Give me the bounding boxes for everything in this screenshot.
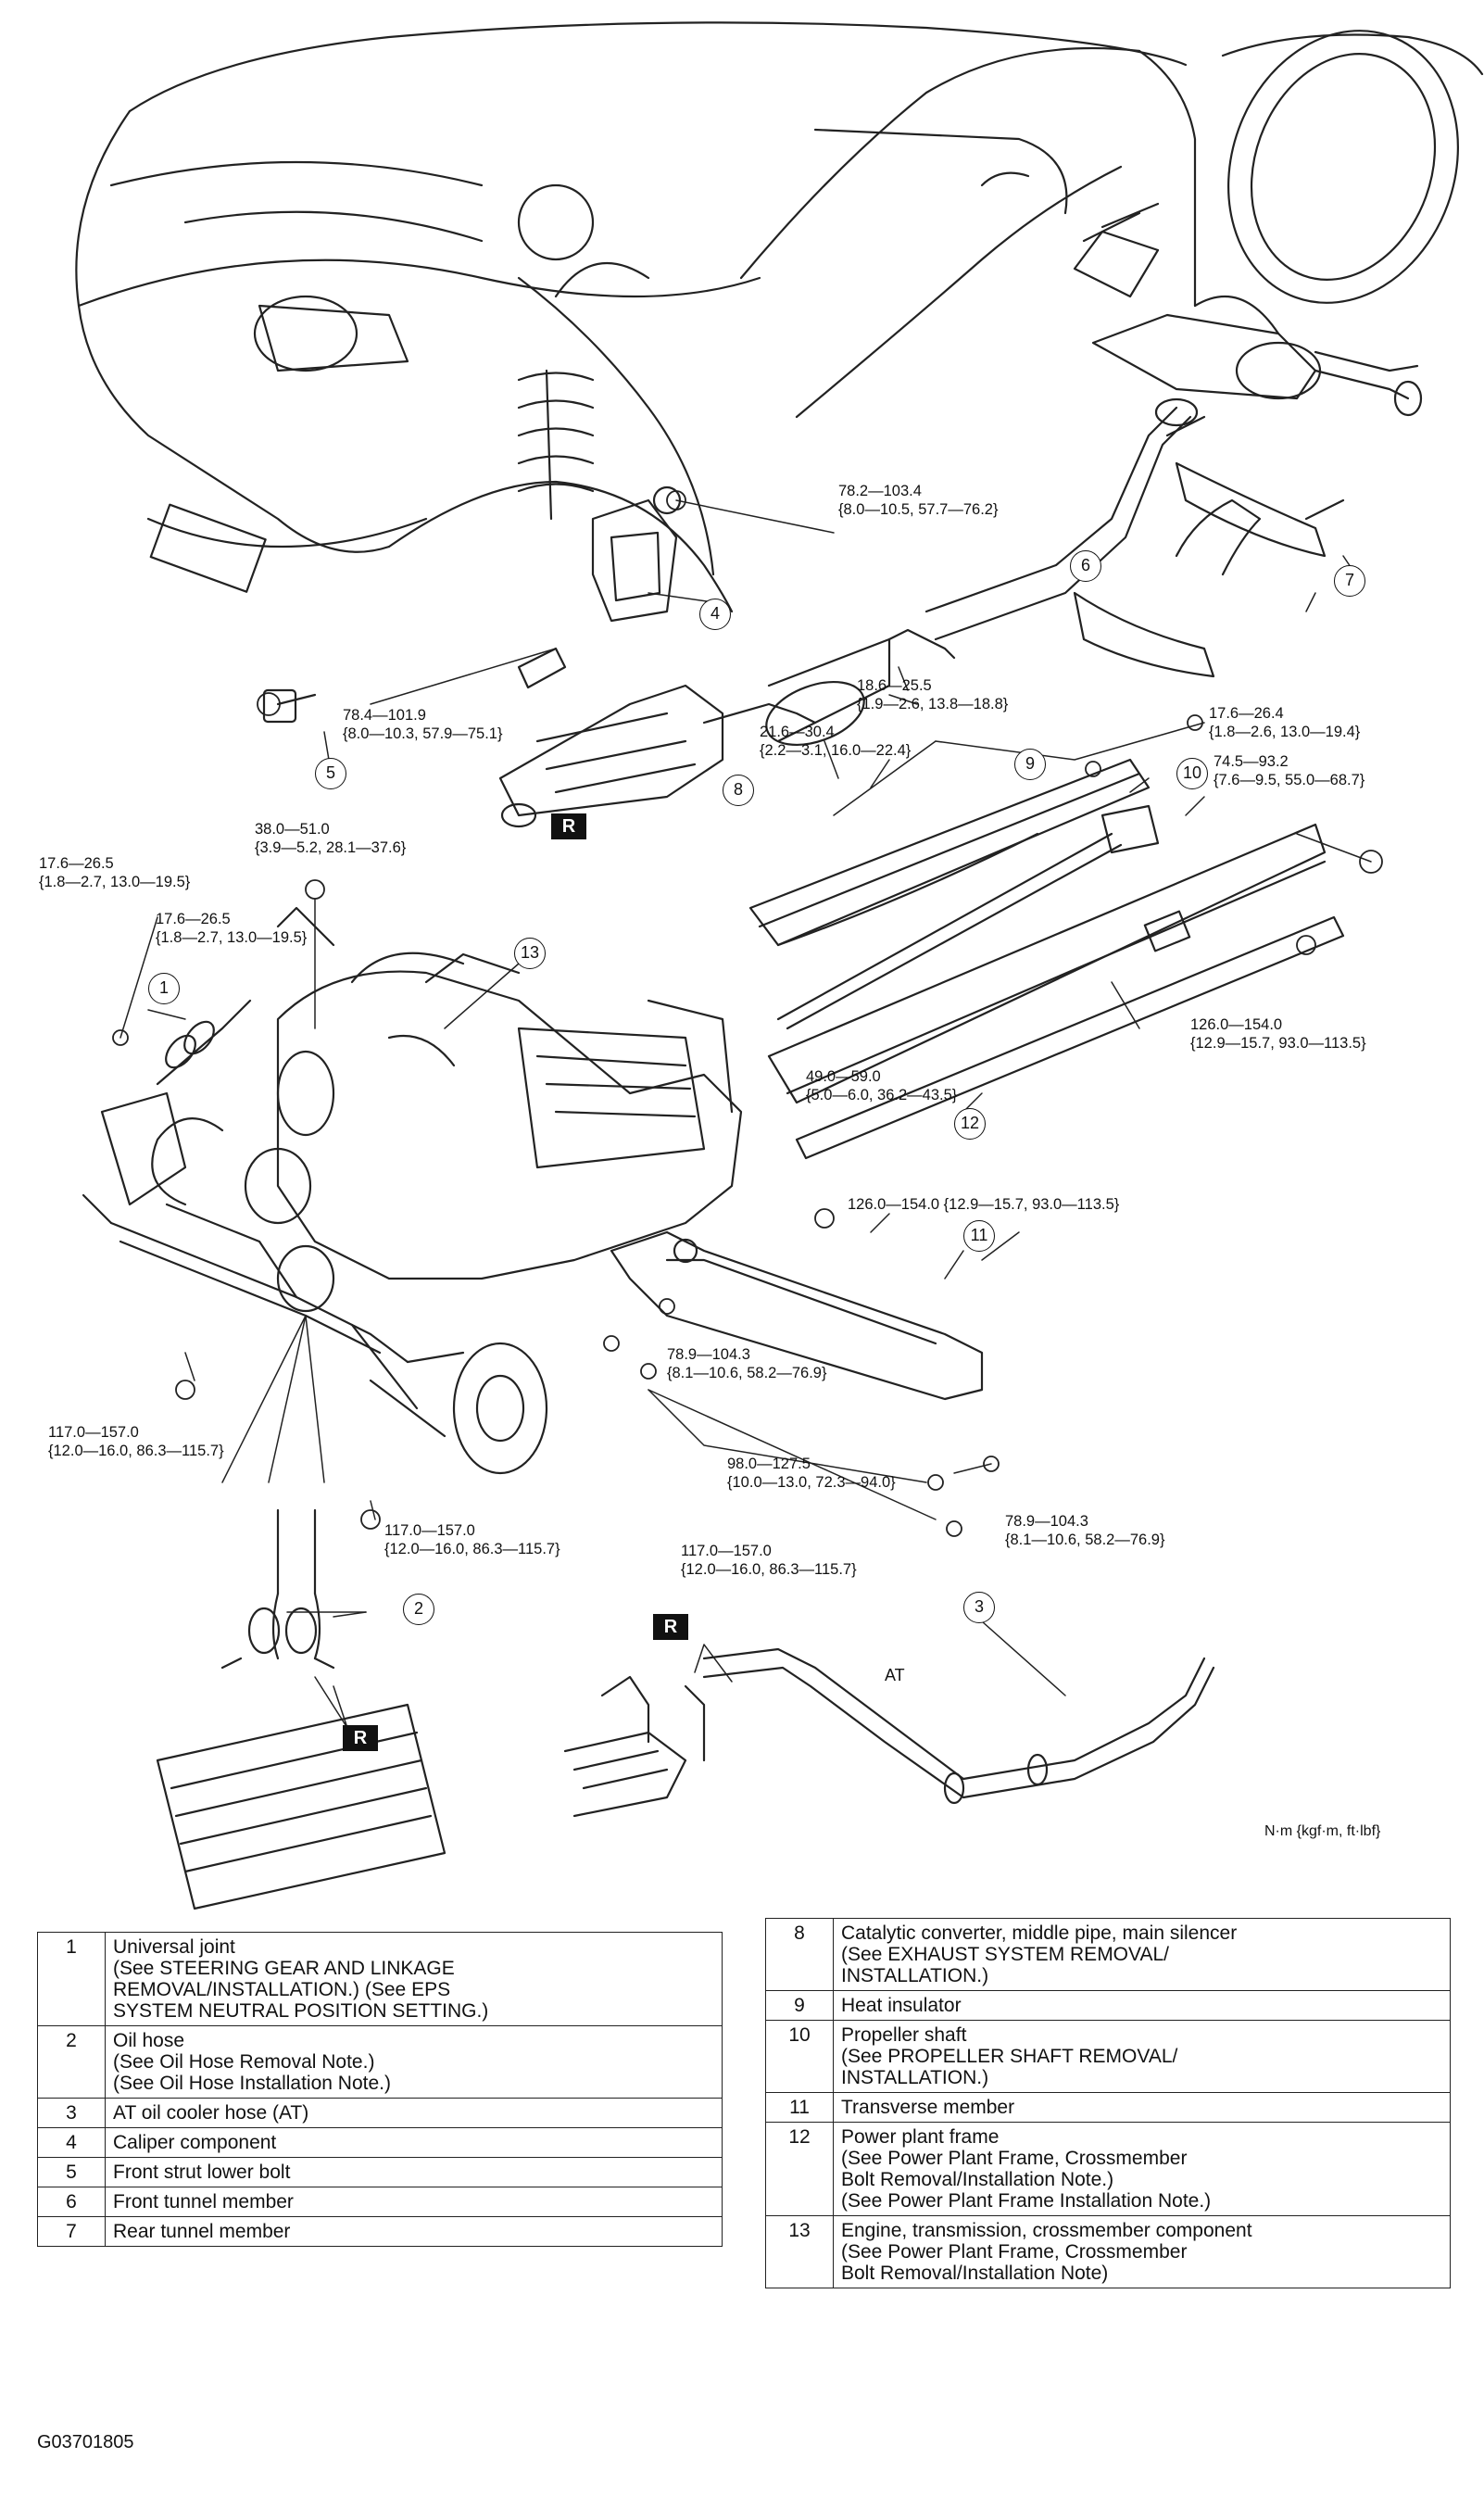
torque-74-5: 74.5—93.2{7.6—9.5, 55.0—68.7} [1214,753,1365,788]
torque-117-0-a: 117.0—157.0{12.0—16.0, 86.3—115.7} [48,1424,224,1459]
legend-description: Oil hose (See Oil Hose Removal Note.) (S… [105,2025,723,2099]
legend-number: 2 [37,2025,106,2099]
legend-description: Front tunnel member [105,2187,723,2217]
legend-number: 7 [37,2216,106,2247]
torque-49-0: 49.0—59.0{5.0—6.0, 36.2—43.5} [806,1068,958,1103]
driveline-drawing [748,758,1345,1160]
callout-5: 5 [315,758,346,789]
legend-description: Front strut lower bolt [105,2157,723,2187]
callout-8: 8 [723,775,754,806]
torque-126-0-b: 126.0—154.0 {12.9—15.7, 93.0—113.5} [848,1196,1120,1213]
callout-1: 1 [148,973,180,1004]
torque-78-9-b: 78.9—104.3{8.1—10.6, 58.2—76.9} [1005,1513,1165,1548]
caliper-drawing [262,485,682,724]
bolt-marks [112,490,1383,1537]
legend-description: Rear tunnel member [105,2216,723,2247]
torque-17-6-tunnel: 17.6—26.4{1.8—2.6, 13.0—19.4} [1209,705,1361,740]
car-body-drawing [75,21,1484,613]
legend-number: 9 [765,1990,834,2021]
legend-number: 10 [765,2020,834,2093]
torque-21-6: 21.6—30.4{2.2—3.1, 16.0—22.4} [760,724,912,759]
legend-number: 5 [37,2157,106,2187]
engine-drawing [82,906,743,1475]
legend-description: Caliper component [105,2127,723,2158]
callout-2: 2 [403,1594,434,1625]
legend-number: 1 [37,1932,106,2026]
callout-6: 6 [1070,550,1101,582]
torque-18-6: 18.6—25.5{1.9—2.6, 13.8—18.8} [857,677,1009,712]
at-oil-cooler-hose-drawing [563,1647,1215,1818]
replace-tag-hose: R [343,1725,378,1751]
legend-number: 3 [37,2098,106,2128]
torque-17-6-a: 17.6—26.5{1.8—2.7, 13.0—19.5} [39,855,191,890]
legend-number: 8 [765,1918,834,1991]
torque-117-0-c: 117.0—157.0{12.0—16.0, 86.3—115.7} [681,1543,857,1578]
legend-description: Universal joint (See STEERING GEAR AND L… [105,1932,723,2026]
legend-description: Propeller shaft (See PROPELLER SHAFT REM… [833,2020,1451,2093]
leader-lines [119,499,1372,1729]
exhaust-drawing [498,202,1423,828]
oil-hose-drawing [156,1508,446,1910]
legend-description: Catalytic converter, middle pipe, main s… [833,1918,1451,1991]
legend-number: 4 [37,2127,106,2158]
torque-117-0-b: 117.0—157.0{12.0—16.0, 86.3—115.7} [384,1522,560,1557]
figure-id: G03701805 [37,2432,134,2452]
replace-tag-gasket: R [551,813,586,839]
callout-13: 13 [514,938,546,969]
legend-description: Engine, transmission, crossmember compon… [833,2215,1451,2288]
callout-11: 11 [963,1220,995,1252]
torque-17-6-b: 17.6—26.5{1.8—2.7, 13.0—19.5} [156,911,308,946]
legend-description: Transverse member [833,2092,1451,2123]
torque-78-9-a: 78.9—104.3{8.1—10.6, 58.2—76.9} [667,1346,827,1381]
callout-10: 10 [1176,758,1208,789]
torque-78-2: 78.2—103.4{8.0—10.5, 57.7—76.2} [838,483,999,518]
torque-126-0-a: 126.0—154.0{12.9—15.7, 93.0—113.5} [1190,1016,1366,1052]
callout-7: 7 [1334,565,1365,597]
at-label: AT [885,1666,905,1684]
torque-38-0: 38.0—51.0{3.9—5.2, 28.1—37.6} [255,821,407,856]
transverse-member-drawing [610,1230,984,1401]
legend-description: Power plant frame (See Power Plant Frame… [833,2122,1451,2216]
replace-tag-clamp: R [653,1614,688,1640]
legend-description: AT oil cooler hose (AT) [105,2098,723,2128]
torque-78-4: 78.4—101.9{8.0—10.3, 57.9—75.1} [343,707,503,742]
torque-98-0: 98.0—127.5{10.0—13.0, 72.3—94.0} [727,1456,896,1491]
callout-12: 12 [954,1108,986,1140]
legend-number: 6 [37,2187,106,2217]
callout-9: 9 [1014,749,1046,780]
callout-3: 3 [963,1592,995,1623]
units-note: N·m {kgf·m, ft·lbf} [1264,1823,1381,1839]
tunnel-members-drawing [1073,415,1345,678]
legend-number: 13 [765,2215,834,2288]
legend-number: 11 [765,2092,834,2123]
legend-number: 12 [765,2122,834,2216]
callout-4: 4 [699,599,731,630]
legend-description: Heat insulator [833,1990,1451,2021]
